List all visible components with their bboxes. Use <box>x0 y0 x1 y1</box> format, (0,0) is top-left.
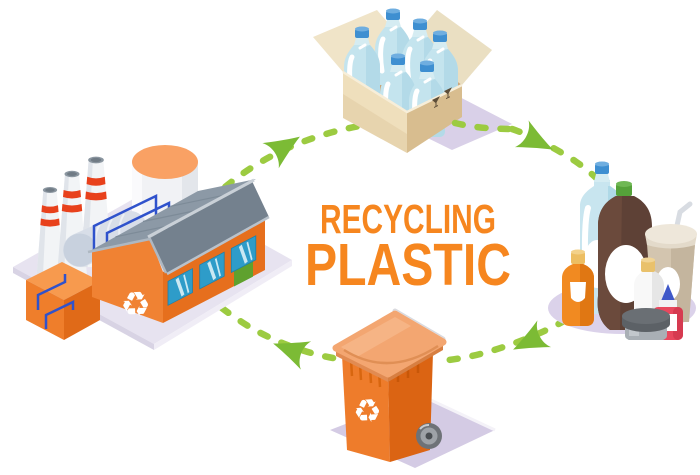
factory-ridge-cap <box>147 178 255 239</box>
factory-gable-wall <box>92 238 163 323</box>
cycle-arc-factory-to-box <box>204 118 462 206</box>
bin-lid <box>332 310 447 382</box>
arrowhead-to-bin-icon <box>513 320 552 350</box>
recycling-bin-illustration: ♻ <box>330 308 496 468</box>
factory-illustration: ♻ <box>13 145 292 350</box>
box-shipping-icons <box>432 87 452 109</box>
orange-bottle-icon <box>562 249 594 326</box>
cycle-dashes-over-box-platform <box>451 119 513 133</box>
factory-roof-right-slope <box>150 181 269 274</box>
box-back-right-flap <box>407 10 492 85</box>
title-line-2: PLASTIC <box>305 232 511 298</box>
bin-lid-seam <box>343 344 439 365</box>
factory-annex-building <box>26 262 100 340</box>
box-right-face <box>407 85 462 153</box>
bin-shadow-edge <box>419 393 496 432</box>
cycle-arc-bin-to-factory <box>214 301 337 362</box>
box-front-hanging-flap <box>343 72 407 134</box>
arrowhead-to-waste-icon <box>514 120 553 150</box>
recycle-icon: ♻ <box>352 392 383 429</box>
straw-icon <box>673 201 693 233</box>
factory-main-hall: ♻ <box>87 178 270 325</box>
arrowhead-to-factory-icon <box>273 341 312 370</box>
bottle-box-illustration <box>313 0 513 153</box>
bin-wheel-icon <box>416 423 442 449</box>
brown-bottle-icon <box>597 181 654 330</box>
factory-door <box>234 259 253 287</box>
factory-eave-trim <box>166 215 270 276</box>
box-rim-highlight <box>342 70 463 114</box>
title-line-1: RECYCLING <box>320 196 496 242</box>
factory-gable-trim <box>87 237 168 274</box>
bin-body: ♻ <box>342 352 433 462</box>
diagram-title: RECYCLING PLASTIC <box>305 196 511 298</box>
arrowhead-to-box-icon <box>262 136 300 169</box>
recycle-icon: ♻ <box>120 285 152 324</box>
plastic-jar-icon <box>622 308 670 340</box>
plastic-waste-illustration <box>548 161 697 340</box>
